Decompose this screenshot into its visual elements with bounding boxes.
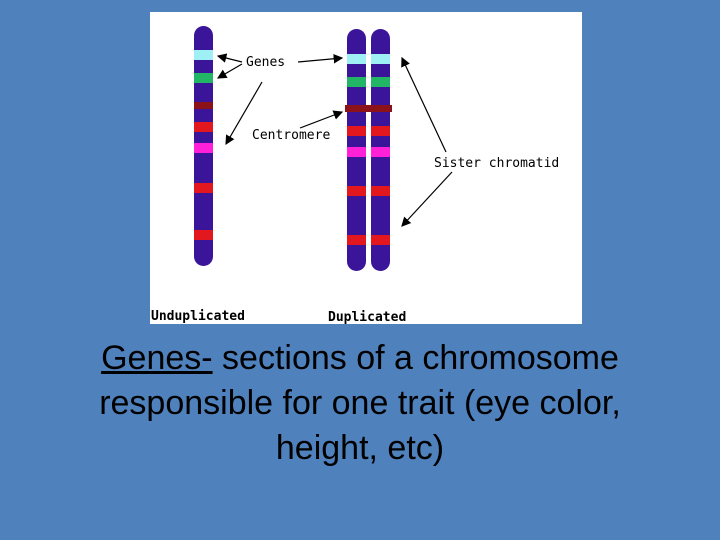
gene-band-lightblue [347, 54, 366, 64]
centromere-band [194, 102, 213, 109]
gene-band-green [347, 77, 366, 87]
unduplicated-chromosome [194, 26, 213, 266]
gene-band-red [347, 235, 366, 245]
unduplicated-label: Unduplicated [151, 309, 245, 324]
gene-band-red [371, 126, 390, 136]
genes-arrow-to-green [216, 63, 243, 79]
gene-band-magenta [347, 147, 366, 157]
duplicated-chromosome [345, 29, 392, 271]
label-arrows [216, 53, 453, 227]
sister-chromatid-label: Sister chromatid [434, 156, 559, 171]
gene-band-red [371, 186, 390, 196]
centromere-band [345, 105, 392, 112]
gene-band-green [194, 73, 213, 83]
gene-band-magenta [371, 147, 390, 157]
centromere-arrow-right [299, 110, 344, 129]
genes-arrow-to-lightblue [216, 53, 243, 63]
gene-band-red [194, 122, 213, 132]
caption-line-2: responsible for one trait (eye color, [99, 384, 621, 422]
chromosome-svg: Genes Centromere Sister chromatid Undupl… [151, 26, 559, 324]
gene-band-magenta [194, 143, 213, 153]
gene-band-green [371, 77, 390, 87]
caption-line-3: height, etc) [275, 429, 445, 467]
gene-band-lightblue [194, 50, 213, 60]
term-genes: Genes- [101, 339, 213, 377]
gene-band-red [194, 230, 213, 240]
gene-band-red [347, 126, 366, 136]
centromere-label: Centromere [252, 128, 330, 143]
gene-band-red [371, 235, 390, 245]
definition-caption: Genes- sections of a chromosome responsi… [20, 336, 700, 471]
chromosome-diagram: Genes Centromere Sister chromatid Undupl… [150, 12, 582, 324]
definition-part-1: sections of a chromosome [212, 339, 619, 377]
sister-chromatid-arrow-bottom [401, 171, 453, 227]
genes-arrow-to-duplicated [297, 53, 344, 64]
gene-band-red [194, 183, 213, 193]
gene-band-red [347, 186, 366, 196]
gene-band-lightblue [371, 54, 390, 64]
centromere-arrow-left [225, 81, 263, 146]
duplicated-label: Duplicated [328, 310, 406, 324]
sister-chromatid-arrow-top [401, 56, 447, 153]
caption-line-1: Genes- sections of a chromosome [20, 336, 700, 381]
genes-label: Genes [246, 55, 285, 70]
